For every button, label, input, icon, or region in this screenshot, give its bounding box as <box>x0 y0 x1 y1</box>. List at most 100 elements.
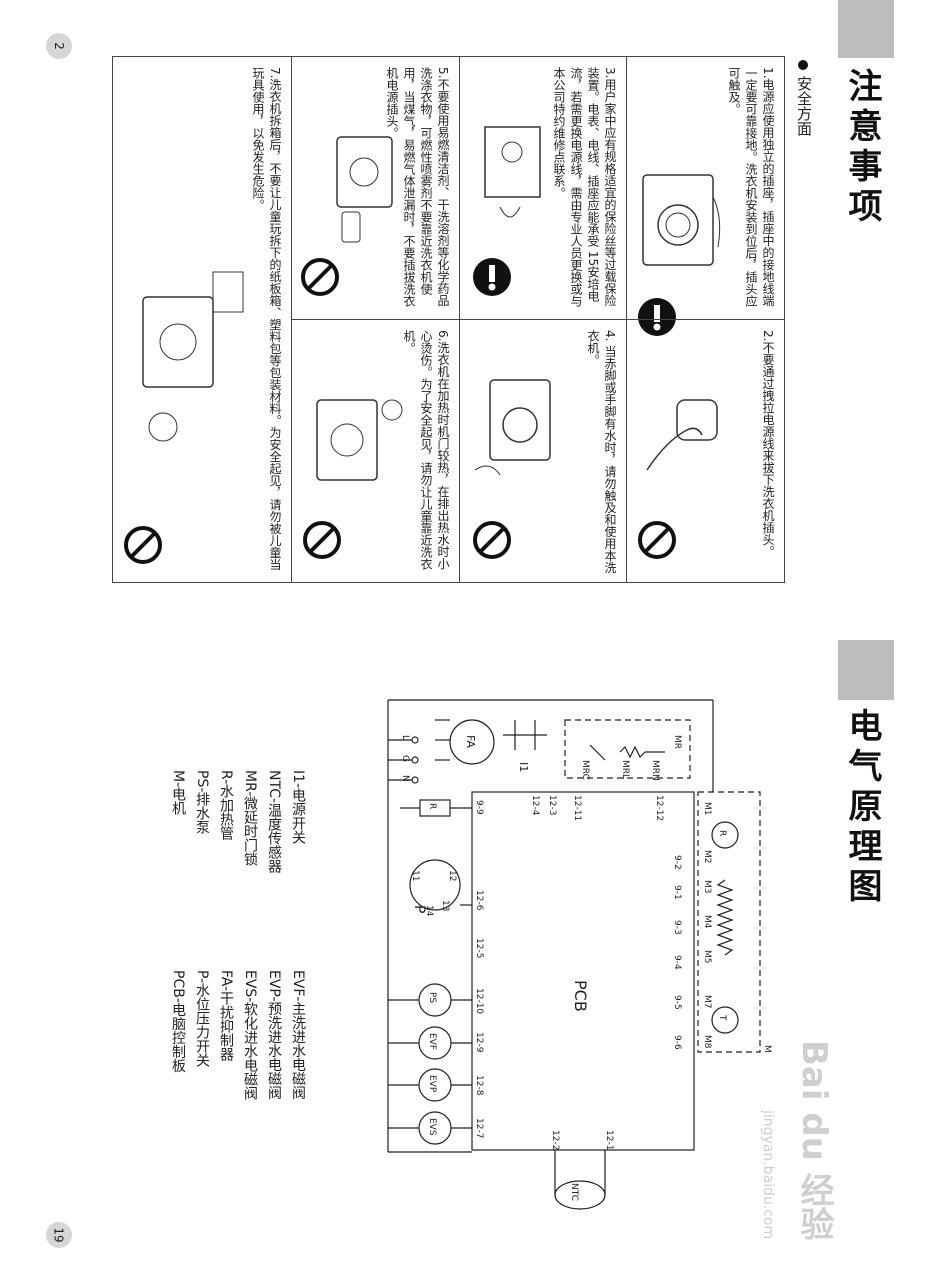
prohibited-icon <box>124 526 162 564</box>
m7-label: M7 <box>702 995 712 1009</box>
warning-icon <box>473 258 511 296</box>
pin-top-2: 9-3 <box>672 920 682 935</box>
section-tab-circuit <box>838 640 894 700</box>
pcb-label: PCB <box>571 980 590 1012</box>
safety-item-6-text: 6.洗衣机在加热时机门较热，在排出热水时小心烫伤。为了安全起见，请勿让儿童靠近洗… <box>402 330 450 570</box>
safety-cell-1: 1.电源应使用独立的插座，插座中的接地线端一定要可靠接地。洗衣机安装到位后，插头… <box>626 56 785 336</box>
prohibited-icon <box>303 521 341 559</box>
child-near-washer-illustration <box>316 399 403 481</box>
pin-left-3: 12-4 <box>530 795 540 816</box>
hand-pull-plug-illustration <box>646 399 718 471</box>
mrc-label: MRC <box>580 760 590 780</box>
p12-label: 12 <box>447 870 457 881</box>
pin-top-4: 9-5 <box>672 995 682 1010</box>
safety-cell-5: 5.不要使用易燃清洁剂、干洗溶剂等化学药品洗涤衣物，可燃性喷雾剂不要靠近洗衣机使… <box>291 56 460 320</box>
warning-icon <box>638 298 676 336</box>
legend-item: EVS-软化进水电磁阀 <box>242 970 258 1101</box>
legend-item: PS-排水泵 <box>194 770 210 835</box>
circuit-title: 电气原理图 <box>842 708 882 908</box>
n-label: N <box>400 775 410 782</box>
wet-hands-washer-illustration <box>474 379 551 476</box>
page-number-right: 19 <box>46 1222 72 1248</box>
m-label: M <box>762 1045 772 1053</box>
mrn-label: MRN <box>650 760 660 781</box>
legend-item: MR-微延时门锁 <box>242 770 258 867</box>
p-label: P <box>411 905 427 913</box>
l-label: L <box>400 735 410 740</box>
safety-cell-6: 6.洗衣机在加热时机门较热，在排出热水时小心烫伤。为了安全起见，请勿让儿童靠近洗… <box>291 319 460 583</box>
pin-bottom-3: 12-10 <box>474 988 484 1014</box>
pin-left-0: 12-12 <box>654 795 664 821</box>
legend-item: I1-电源开关 <box>290 770 306 845</box>
pin-bottom-5: 12-8 <box>474 1075 484 1096</box>
watermark-brand: Bai du 经验 <box>794 1040 834 1241</box>
i1-label: I1 <box>517 762 530 772</box>
pressure-switch <box>409 859 461 911</box>
safety-item-5-text: 5.不要使用易燃清洁剂、干洗溶剂等化学药品洗涤衣物，可燃性喷雾剂不要靠近洗衣机使… <box>385 67 450 307</box>
pin-bottom-2: 12-5 <box>474 938 484 958</box>
pin-top-3: 9-4 <box>672 955 682 970</box>
safety-item-3-text: 3.用户家中应有规格适宜的保险丝等过载保险装置。电表、电线、插座应能承受 15安… <box>552 67 617 307</box>
pcb-box <box>471 791 695 1151</box>
ntc-ellipse <box>554 1180 606 1210</box>
pin-bottom-4: 12-9 <box>474 1032 484 1053</box>
pin-right-0: 12-1 <box>604 1130 614 1150</box>
evp-label: EVP <box>427 1075 437 1093</box>
prohibited-icon <box>473 521 511 559</box>
r-label: R <box>427 803 437 809</box>
pin-top-0: 9-2 <box>672 855 682 870</box>
motor-dashed-box <box>697 791 761 1053</box>
pin-bottom-6: 12-7 <box>474 1118 484 1138</box>
fuse-box-illustration <box>484 126 541 218</box>
legend-item: P-水位压力开关 <box>194 970 210 1068</box>
m8-label: M8 <box>702 1035 712 1049</box>
m1-label: M1 <box>702 802 712 816</box>
motor-r-circle <box>711 821 739 849</box>
watermark-url: jingyan.baidu.com <box>760 1110 776 1240</box>
ps-label: PS <box>427 992 437 1003</box>
pin-right-1: 12-2 <box>550 1130 560 1150</box>
m4-label: M4 <box>702 915 712 929</box>
legend-item: M-电机 <box>170 770 186 816</box>
safety-cell-4: 4. 当赤脚或手脚有水时，请勿触及和使用本洗衣机。 <box>459 319 627 583</box>
mrl-label: MRL <box>620 760 630 779</box>
m5-label: M5 <box>702 950 712 964</box>
safety-item-4-text: 4. 当赤脚或手脚有水时，请勿触及和使用本洗衣机。 <box>586 330 617 574</box>
motor-t-circle <box>711 1006 739 1034</box>
door-lock-dashed-box <box>564 719 691 779</box>
prohibited-icon <box>301 258 339 296</box>
prohibited-icon <box>638 521 676 559</box>
pin-left-2: 12-3 <box>547 795 557 815</box>
ntc-label: NTC <box>569 1183 579 1201</box>
safety-item-2-text: 2.不要通过拽拉电源线来拔下洗衣机插头。 <box>761 330 775 558</box>
g-label: G <box>400 755 410 762</box>
legend-item: FA-干扰抑制器 <box>218 970 234 1062</box>
fa-circle <box>449 719 495 765</box>
pin-bottom-0: 9-9 <box>474 800 484 815</box>
t-label: T <box>717 1014 727 1021</box>
page-number-left: 2 <box>46 33 72 59</box>
p11-label: 11 <box>410 870 420 881</box>
section-tab-safety <box>838 0 894 58</box>
pin-top-1: 9-1 <box>672 885 682 900</box>
legend-left: I1-电源开关 NTC-温度传感器 MR-微延时门锁 R-水加热管 PS-排水泵… <box>165 770 309 873</box>
pin-left-1: 12-11 <box>572 795 582 821</box>
flammable-spray-illustration <box>336 136 393 243</box>
pin-top-5: 9-6 <box>672 1035 682 1050</box>
safety-title: 注意事项 <box>842 68 882 228</box>
m3-label: M3 <box>702 880 712 894</box>
evs-label: EVS <box>427 1118 437 1136</box>
legend-item: EVP-预洗进水电磁阀 <box>266 970 282 1100</box>
legend-item: NTC-温度传感器 <box>266 770 282 874</box>
p13-label: 13 <box>440 900 450 911</box>
safety-cell-7: 7.洗衣机拆箱后，不要让儿童玩拆下的纸板箱、塑料包等包装材料。为安全起见，请勿被… <box>112 56 292 583</box>
m2-label: M2 <box>702 850 712 864</box>
bullet-icon <box>798 60 808 70</box>
safety-cell-2: 2.不要通过拽拉电源线来拔下洗衣机插头。 <box>626 319 785 583</box>
legend-item: EVF-主洗进水电磁阀 <box>290 970 306 1100</box>
circuit-diagram: PCB FA R I1 P MR M T R NTC PS EVF EVP EV… <box>387 699 772 1210</box>
evf-label: EVF <box>427 1033 437 1050</box>
p14-label: 14 <box>424 905 434 917</box>
mr-label: MR <box>672 735 682 749</box>
motor-r-label: R <box>717 830 727 836</box>
